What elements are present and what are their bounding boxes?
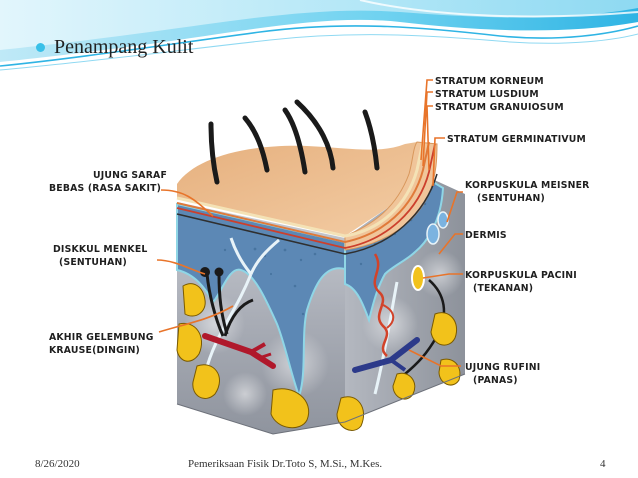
leader-lines [156,79,463,367]
label-diskkul-menkel-1: DISKKUL MENKEL [53,244,148,255]
label-korpuskula-pacini-1: KORPUSKULA PACINI [465,270,577,281]
label-korpuskula-meisner-2: (SENTUHAN) [477,193,545,204]
skin-diagram-svg: STRATUM KORNEUM STRATUM LUSDIUM STRATUM … [45,74,593,436]
labels: STRATUM KORNEUM STRATUM LUSDIUM STRATUM … [49,76,590,386]
label-stratum-granuiosum: STRATUM GRANUIOSUM [435,102,564,113]
header-wave-decoration [0,0,638,71]
merkel-disc [200,267,229,337]
label-ujung-rufini-2: (PANAS) [473,375,518,386]
label-diskkul-menkel-2: (SENTUHAN) [59,257,127,268]
label-ujung-rufini-1: UJUNG RUFINI [465,362,540,373]
label-akhir-gelembung-2: KRAUSE(DINGIN) [49,345,140,356]
bullet-icon [36,43,45,52]
label-ujung-saraf-1: UJUNG SARAF [93,170,167,181]
pacinian-corpuscle [411,265,425,291]
hair-strands [208,99,380,185]
epidermis-surface [177,142,433,236]
footer-date: 8/26/2020 [35,458,80,470]
label-akhir-gelembung-1: AKHIR GELEMBUNG [49,332,154,343]
label-ujung-saraf-2: BEBAS (RASA SAKIT) [49,183,161,194]
meissner-corpuscles [426,211,449,245]
slide-title: Penampang Kulit [54,36,194,58]
page-number: 4 [600,458,606,470]
label-stratum-germinativum: STRATUM GERMINATIVUM [447,134,586,145]
footer-text: Pemeriksaan Fisik Dr.Toto S, M.Si., M.Ke… [188,458,383,470]
skin-cross-section-diagram: STRATUM KORNEUM STRATUM LUSDIUM STRATUM … [45,74,593,436]
label-stratum-lusdium: STRATUM LUSDIUM [435,89,539,100]
label-stratum-korneum: STRATUM KORNEUM [435,76,544,87]
label-korpuskula-meisner-1: KORPUSKULA MEISNER [465,180,590,191]
ruffini-fibre [373,253,389,357]
label-korpuskula-pacini-2: (TEKANAN) [473,283,533,294]
title-row: Penampang Kulit [36,36,193,59]
label-dermis: DERMIS [465,230,507,241]
